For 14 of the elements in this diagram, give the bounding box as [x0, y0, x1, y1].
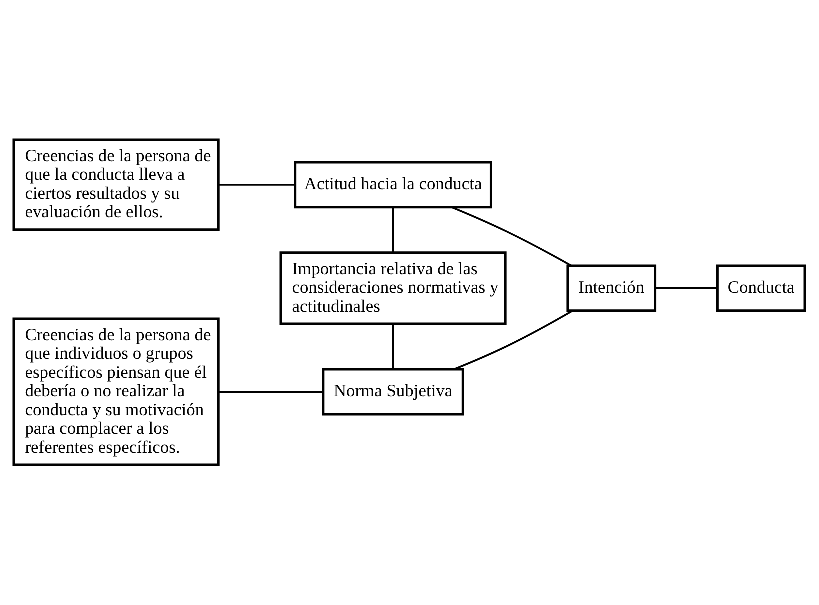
connector	[452, 206, 572, 267]
node-box: Importancia relativa de las consideraciones normativas y actitudinales	[280, 252, 507, 326]
node-box: Intención	[566, 264, 657, 312]
node-box: Conducta	[716, 264, 806, 312]
connector	[454, 310, 574, 370]
node-box: Creencias de la persona de que individuos o grupos específicos piensan que él debería o no realizar la conducta y su motivación para complacer a los referentes específicos.	[12, 318, 220, 466]
connector	[655, 288, 718, 290]
node-box: Actitud hacia la conducta	[294, 161, 492, 209]
connector	[218, 391, 324, 393]
connector	[218, 184, 296, 186]
node-box: Norma Subjetiva	[322, 368, 464, 416]
connector	[392, 208, 394, 253]
node-box: Creencias de la persona de que la conducta lleva a ciertos resultados y su evaluación de ellos.	[12, 138, 220, 232]
connector	[392, 324, 394, 370]
